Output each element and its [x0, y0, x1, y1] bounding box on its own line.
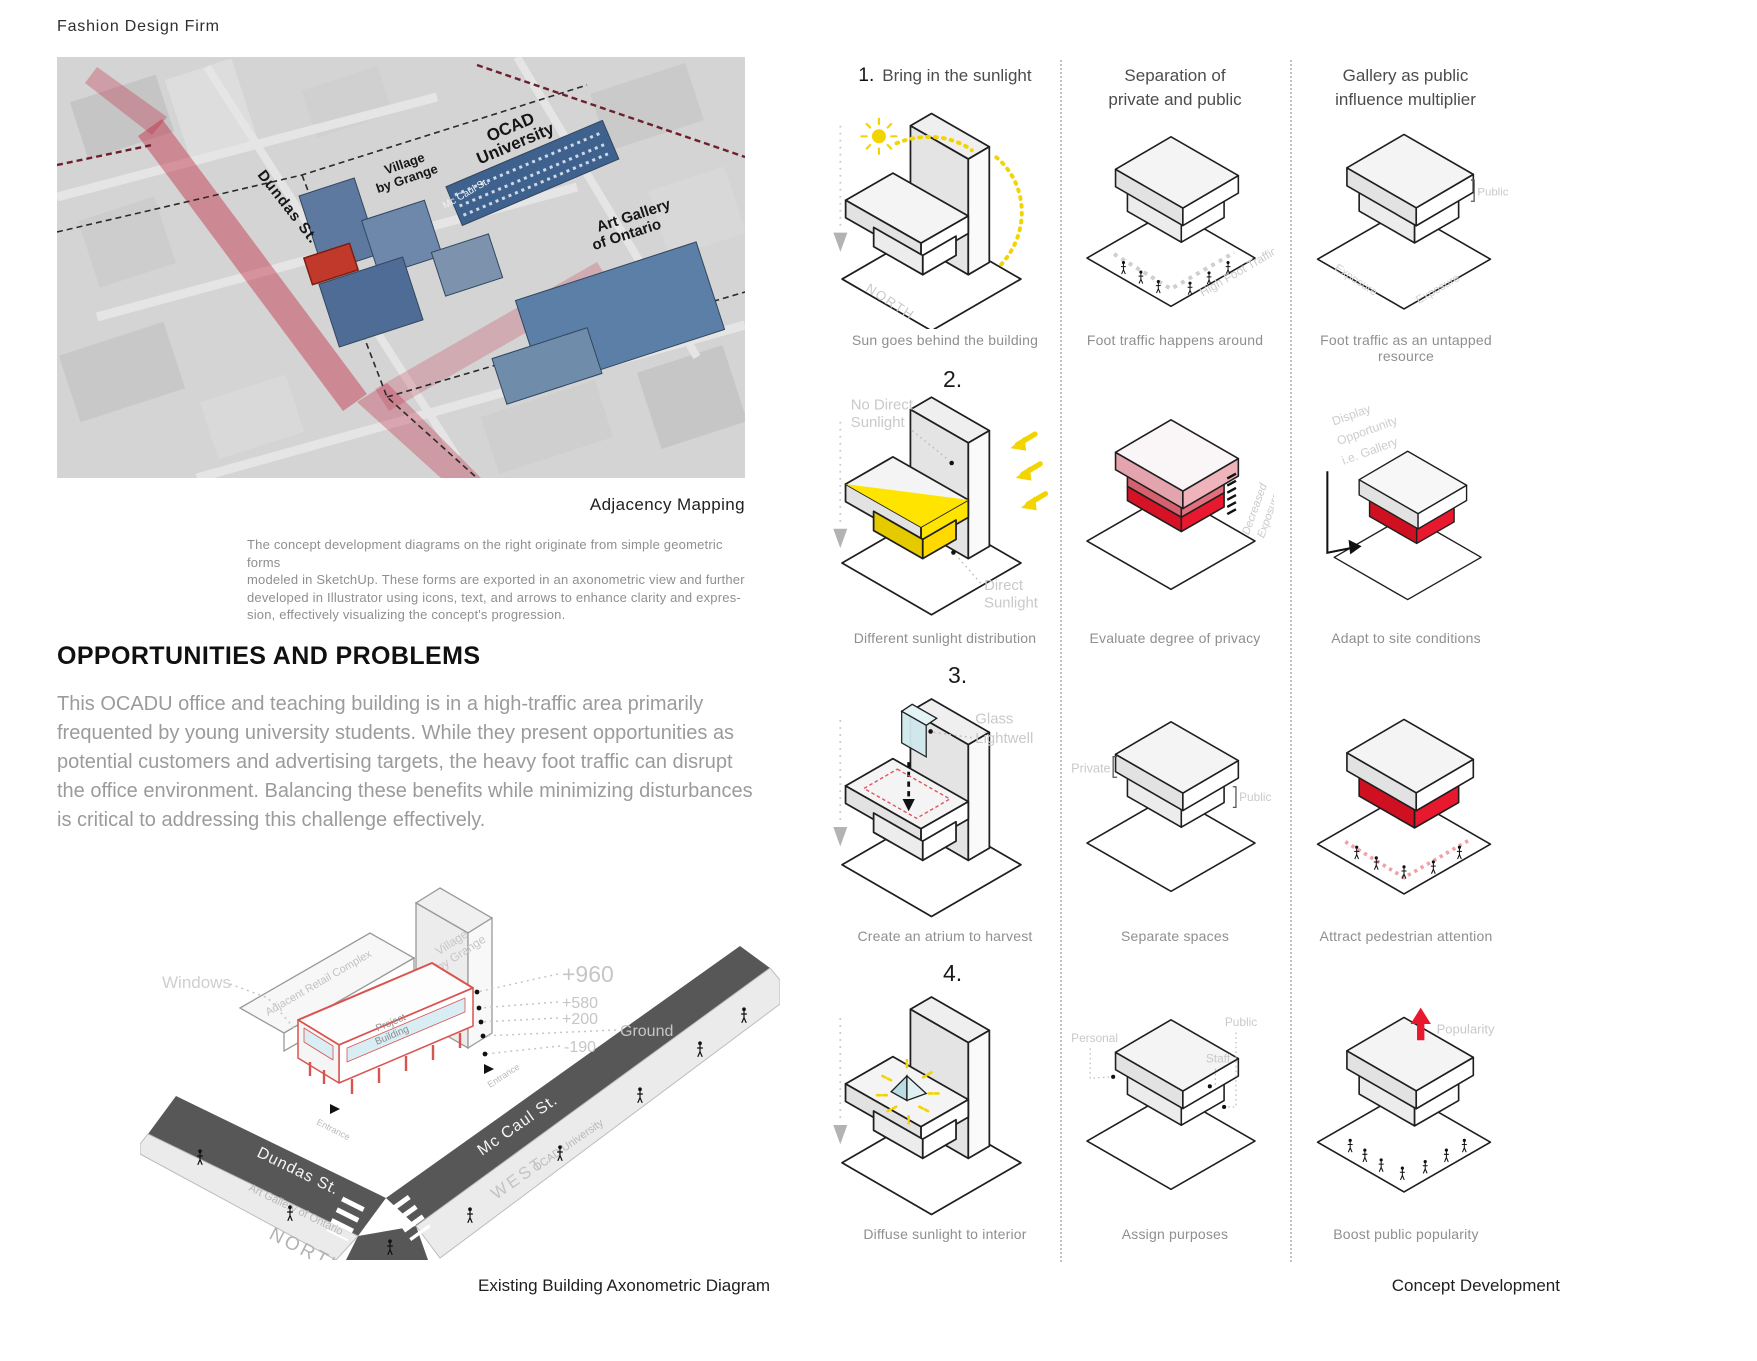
diagram-sunlight-distribution: No Direct Sunlight Direct Sunlight	[832, 396, 1056, 616]
entrance-right-label: Entrance	[486, 1062, 522, 1090]
section-heading: OPPORTUNITIES AND PROBLEMS	[57, 642, 481, 670]
cell-caption: Boost public popularity	[1333, 1226, 1479, 1242]
private-bracket	[1112, 756, 1118, 778]
map-description: The concept development diagrams on the …	[247, 537, 745, 622]
personal-label: Personal	[1071, 1031, 1118, 1045]
cell-caption: Assign purposes	[1121, 1226, 1229, 1242]
page-title: Fashion Design Firm	[57, 18, 220, 35]
cell-caption: Foot traffic happens around	[1086, 332, 1264, 348]
diagram-attract-pedestrians	[1316, 718, 1492, 895]
popularity-label: Popularity	[1437, 1022, 1495, 1037]
adjacency-map-caption: Adjacency Mapping	[589, 495, 745, 514]
column-1-number: 1.	[858, 65, 875, 86]
public-bracket	[1232, 786, 1237, 808]
section-body: This OCADU office and teaching building …	[57, 693, 753, 831]
glass-panel	[900, 703, 938, 759]
display-arrowhead	[1348, 539, 1362, 555]
row-number-4: 4.	[943, 960, 963, 986]
atrium-footprint	[862, 768, 952, 820]
sunlit-roof-wedge	[845, 484, 969, 528]
elev-960: +960	[562, 961, 614, 987]
private-label: Private	[1071, 761, 1110, 775]
skylight-pyramid	[890, 1074, 928, 1102]
no-direct-label-1: No Direct	[851, 398, 914, 414]
sun-path-arc-left	[894, 134, 974, 153]
no-direct-label-2: Sunlight	[851, 415, 906, 431]
exposure-hatch	[1226, 472, 1237, 516]
glass-label-1: Glass	[975, 712, 1013, 728]
diagram-diffuse-sunlight	[832, 996, 1022, 1216]
highlighted-buildings	[298, 119, 726, 405]
column-divider-1	[1060, 60, 1062, 1262]
diffused-rays	[875, 1058, 940, 1125]
elev-200: +200	[562, 1011, 598, 1028]
direct-label-1: Direct	[984, 578, 1024, 594]
diagram-privacy-gradient: Decreased Exposure	[1086, 418, 1274, 591]
diagram-untapped-resource: Public Exposure Exposure	[1316, 133, 1509, 310]
cell-caption: Foot traffic as an untapped resource	[1320, 332, 1492, 364]
cell-caption: Sun goes behind the building	[851, 332, 1039, 348]
diagram-assign-purposes: Personal Public Staff	[1071, 1015, 1257, 1191]
cell-caption: Separate spaces	[1120, 928, 1230, 944]
elev-ground: Ground	[620, 1023, 673, 1040]
public-bracket	[1470, 179, 1475, 202]
display-arrow-line	[1326, 471, 1353, 555]
cell-caption: Adapt to site conditions	[1331, 630, 1481, 646]
public-label: Public	[1477, 187, 1508, 199]
direct-label-2: Sunlight	[984, 596, 1039, 612]
cell-caption: Evaluate degree of privacy	[1089, 630, 1261, 646]
elev-m190: -190	[564, 1039, 596, 1056]
column-header-2: Separation of private and public	[1108, 66, 1242, 109]
diagram-display-opportunity: Display Opportunity i.e. Gallery	[1326, 401, 1482, 601]
attracted-trail	[1344, 838, 1471, 880]
elev-580: +580	[562, 995, 598, 1012]
cell-caption: Attract pedestrian attention	[1319, 928, 1493, 944]
column-1-title: Bring in the sunlight	[882, 66, 1032, 85]
windows-label: Windows	[162, 973, 231, 992]
diagram-foot-traffic: High Foot Traffic	[1086, 135, 1274, 308]
foot-traffic-trail	[1112, 250, 1236, 292]
project-building: Project Building	[297, 962, 474, 1094]
popularity-arrow-icon	[1410, 1007, 1431, 1041]
axonometric-diagram: Dundas St. Mc Caul St. Art Gallery of On…	[140, 887, 780, 1260]
row-number-3: 3.	[948, 662, 968, 688]
diagram-popularity: Popularity	[1316, 1007, 1495, 1193]
streets: Dundas St. Mc Caul St. Art Gallery of On…	[140, 946, 780, 1260]
cell-caption: Diffuse sunlight to interior	[863, 1226, 1027, 1242]
staff-label: Staff	[1206, 1052, 1231, 1066]
row-number-2: 2.	[943, 366, 963, 392]
column-header-1: 1. Bring in the sunlight	[820, 64, 1070, 88]
adjacency-map: Dundas St. Village by Grange OCAD Univer…	[57, 57, 745, 478]
cell-caption: Create an atrium to harvest	[857, 928, 1033, 944]
column-divider-2	[1290, 60, 1292, 1262]
windows-leader	[229, 983, 297, 1031]
glass-label-2: Lightwell	[975, 731, 1033, 747]
concept-development-caption: Concept Development	[1391, 1276, 1560, 1295]
public-label: Public	[1225, 1015, 1257, 1029]
entrance-left-label: Entrance	[315, 1117, 352, 1142]
site-building	[302, 242, 360, 286]
display-labels: Display Opportunity i.e. Gallery	[1330, 401, 1400, 467]
diagram-sun-behind-building: NORTH	[832, 112, 1024, 329]
adjacency-map-graphic: Dundas St. Village by Grange OCAD Univer…	[57, 57, 745, 478]
public-label: Public	[1239, 790, 1271, 804]
elevation-leaders: +960 +580 +200 Ground -190	[474, 961, 673, 1057]
diagram-glass-lightwell: Glass Lightwell	[832, 698, 1033, 918]
axon-caption: Existing Building Axonometric Diagram	[478, 1276, 770, 1295]
sun-icon	[860, 117, 898, 155]
column-header-3: Gallery as public influence multiplier	[1335, 66, 1476, 109]
pilotis	[308, 1033, 462, 1094]
sun-path-arc-right	[994, 155, 1024, 268]
diagram-private-public: Private Public	[1071, 720, 1272, 893]
cell-caption: Different sunlight distribution	[853, 630, 1037, 646]
